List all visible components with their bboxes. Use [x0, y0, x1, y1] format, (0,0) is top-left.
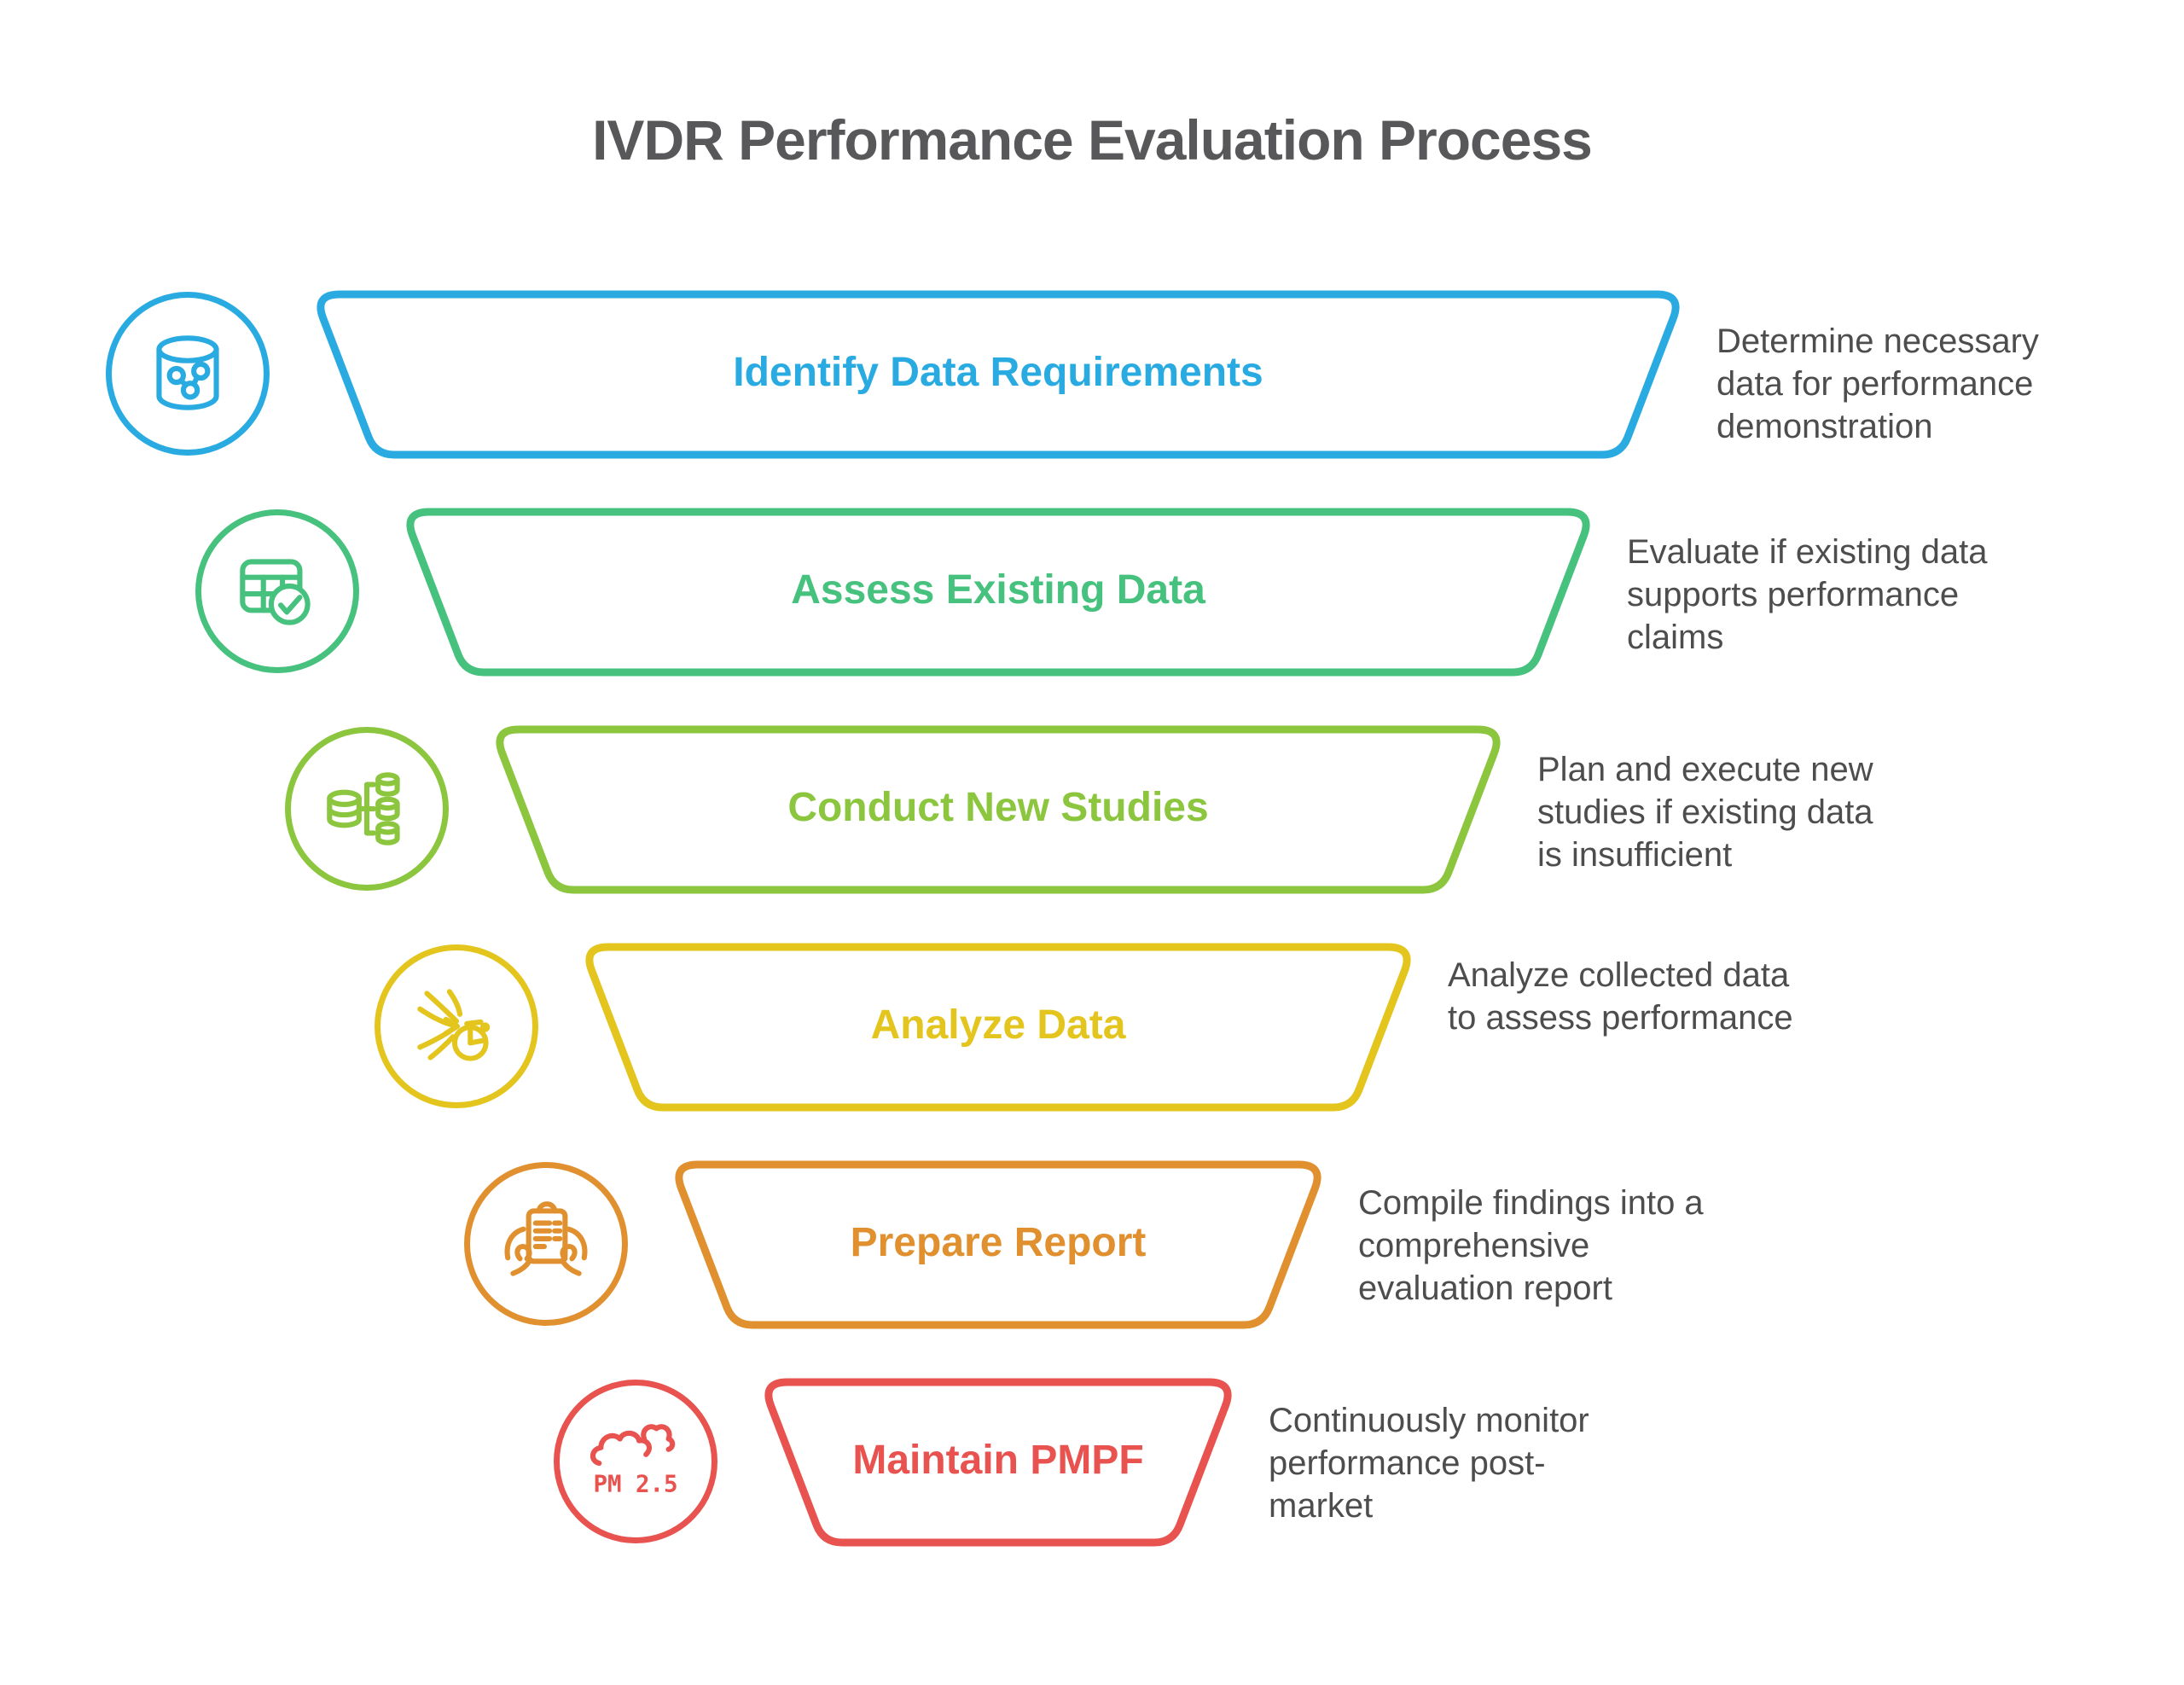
database-branch-icon	[327, 772, 400, 845]
table-check-icon	[240, 559, 311, 625]
database-share-icon	[156, 335, 219, 410]
step-4-description: Analyze collected data to assess perform…	[1448, 956, 1793, 1037]
step-2-icon-circle	[195, 509, 359, 673]
step-3-icon-circle	[285, 727, 449, 891]
step-6-description: Continuously monitor performance post- m…	[1269, 1402, 1589, 1525]
page-title: IVDR Performance Evaluation Process	[592, 108, 1593, 171]
funnel-step-4-shape	[585, 943, 1411, 1112]
funnel-step-2-shape	[406, 508, 1590, 677]
funnel-step-6-shape	[764, 1378, 1232, 1547]
step-3-label: Conduct New Studies	[787, 785, 1209, 830]
funnel-step-1-shape	[317, 290, 1680, 459]
hands-report-icon	[504, 1201, 588, 1276]
step-5-icon-circle	[464, 1162, 628, 1326]
funnel-step-3-shape	[496, 725, 1501, 894]
step-4-label: Analyze Data	[870, 1002, 1126, 1048]
flow-pie-icon	[417, 989, 491, 1061]
step-1-label: Identify Data Requirements	[733, 350, 1263, 395]
pm25-cloud-icon: PM 2.5	[590, 1424, 678, 1498]
step-3-description: Plan and execute new studies if existing…	[1537, 751, 1873, 874]
step-5-label: Prepare Report	[850, 1220, 1147, 1265]
step-6-label: Maintain PMPF	[852, 1438, 1144, 1483]
step-1-description: Determine necessary data for performance…	[1716, 322, 2039, 445]
pm25-label: PM 2.5	[593, 1472, 677, 1498]
step-1-icon-circle	[106, 292, 270, 456]
step-6-icon-circle: PM 2.5	[554, 1380, 717, 1543]
step-2-label: Assess Existing Data	[791, 567, 1205, 613]
step-4-icon-circle	[375, 944, 538, 1108]
funnel-step-5-shape	[675, 1160, 1321, 1329]
step-5-description: Compile findings into a comprehensive ev…	[1358, 1184, 1704, 1307]
step-2-description: Evaluate if existing data supports perfo…	[1627, 533, 1988, 656]
